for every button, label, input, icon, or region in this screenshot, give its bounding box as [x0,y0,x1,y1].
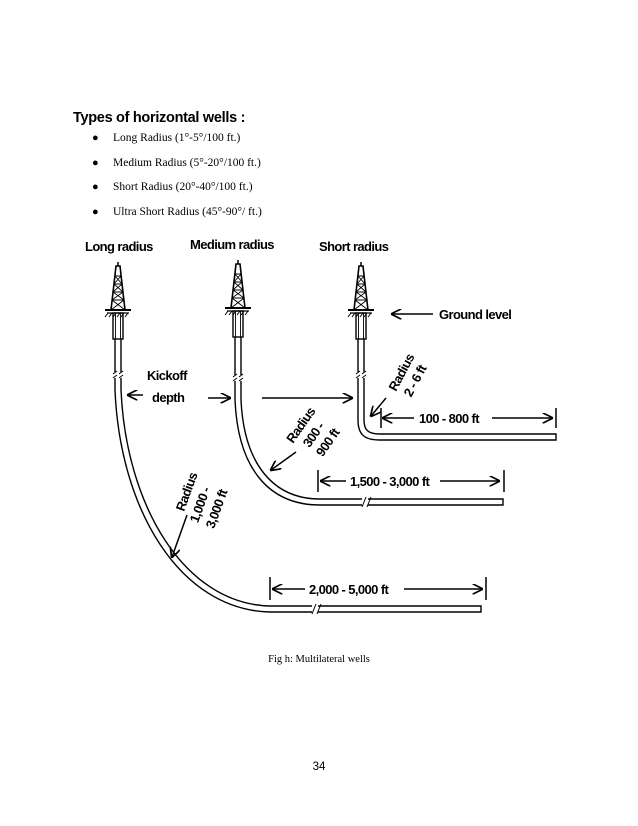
list-item: ● Ultra Short Radius (45°-90°/ ft.) [92,204,262,229]
kickoff-label-line2: depth [152,390,185,405]
long-lateral-dimension [269,577,487,600]
medium-radius-arrow [271,451,297,470]
well-type-list: ● Long Radius (1°-5°/100 ft.) ● Medium Rad… [92,130,262,228]
page-number: 34 [312,761,326,773]
medium-radius-rig-icon [224,259,252,338]
medium-lateral-label: 1,500 - 3,000 ft [350,474,431,489]
ground-level-label: Ground level [439,307,511,322]
medium-lateral-dimension [317,470,505,492]
list-item: ● Short Radius (20°-40°/100 ft.) [92,179,262,204]
bullet-icon: ● [92,205,99,218]
short-lateral-dimension [380,408,557,428]
bullet-icon: ● [92,156,99,169]
list-item: ● Long Radius (1°-5°/100 ft.) [92,130,262,155]
section-heading: Types of horizontal wells : [73,110,246,126]
list-item-text: Medium Radius (5°-20°/100 ft.) [113,156,261,169]
kickoff-label-line1: Kickoff [147,368,188,383]
list-item: ● Medium Radius (5°-20°/100 ft.) [92,155,262,180]
list-item-text: Short Radius (20°-40°/100 ft.) [113,181,253,193]
list-item-text: Long Radius (1°-5°/100 ft.) [113,132,241,144]
long-radius-title: Long radius [85,239,153,254]
short-radius-label: Radius 2 - 6 ft [385,351,430,399]
list-item-text: Ultra Short Radius (45°-90°/ ft.) [113,205,262,218]
long-radius-rig-icon [104,261,132,340]
short-radius-arrow [371,397,387,416]
long-radius-wellbore [112,339,482,615]
bullet-icon: ● [92,181,99,193]
medium-radius-wellbore [232,337,504,508]
bullet-icon: ● [92,132,99,144]
medium-radius-title: Medium radius [190,237,274,252]
figure-caption: Fig h: Multilateral wells [268,654,370,665]
short-lateral-label: 100 - 800 ft [419,411,480,426]
short-radius-title: Short radius [319,239,389,254]
short-radius-wellbore [355,339,557,441]
long-lateral-label: 2,000 - 5,000 ft [309,582,390,597]
horizontal-wells-diagram: Long radius Medium radius Short radius [85,237,557,615]
short-radius-rig-icon [347,261,375,340]
long-radius-arrow [172,514,188,557]
long-radius-label: Radius 1,000 - 3,000 ft [173,470,231,530]
